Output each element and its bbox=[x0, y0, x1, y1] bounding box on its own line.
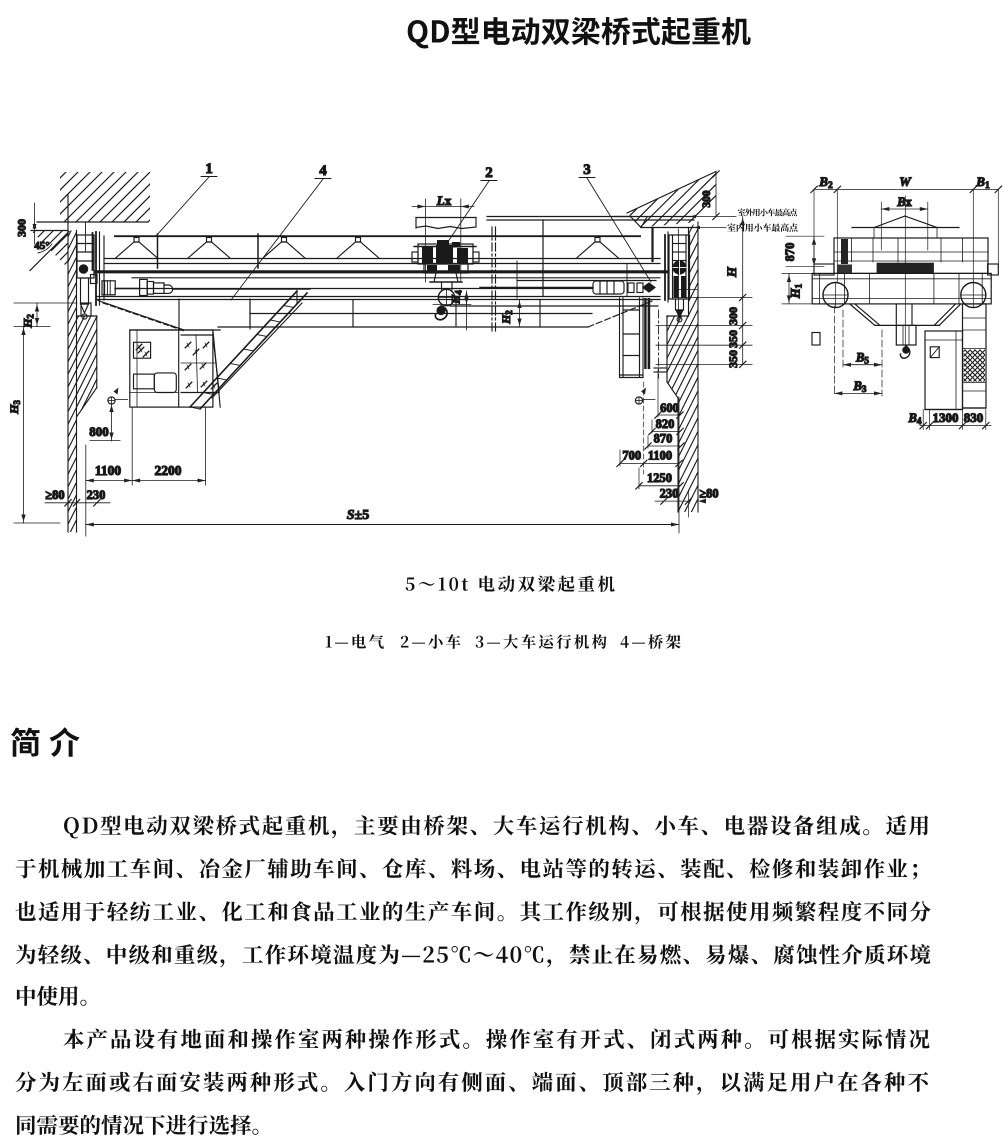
svg-text:230: 230 bbox=[660, 487, 679, 501]
svg-text:H3: H3 bbox=[7, 400, 22, 415]
svg-text:H2: H2 bbox=[501, 310, 514, 325]
svg-text:H: H bbox=[724, 266, 739, 278]
svg-text:B2: B2 bbox=[818, 174, 833, 191]
svg-text:B4: B4 bbox=[907, 411, 921, 427]
svg-text:600: 600 bbox=[660, 401, 679, 415]
svg-text:H2: H2 bbox=[21, 314, 36, 329]
svg-text:45°: 45° bbox=[34, 240, 49, 252]
svg-text:2200: 2200 bbox=[155, 463, 182, 478]
svg-text:820: 820 bbox=[656, 417, 675, 431]
svg-text:350: 350 bbox=[726, 330, 740, 348]
svg-text:≥80: ≥80 bbox=[699, 487, 718, 501]
svg-text:2: 2 bbox=[485, 165, 493, 181]
svg-text:1300: 1300 bbox=[933, 410, 959, 425]
svg-text:1: 1 bbox=[205, 161, 213, 177]
svg-text:W: W bbox=[899, 174, 912, 189]
svg-text:870: 870 bbox=[654, 432, 673, 446]
svg-text:1100: 1100 bbox=[95, 463, 122, 478]
svg-text:1100: 1100 bbox=[648, 449, 672, 463]
svg-text:B5: B5 bbox=[855, 351, 869, 367]
svg-text:230: 230 bbox=[87, 488, 106, 502]
svg-text:1250: 1250 bbox=[647, 471, 672, 485]
svg-text:350: 350 bbox=[726, 350, 740, 368]
svg-text:300: 300 bbox=[15, 219, 29, 237]
svg-text:300: 300 bbox=[726, 307, 740, 325]
svg-text:S±5: S±5 bbox=[347, 508, 369, 523]
svg-text:800: 800 bbox=[89, 424, 109, 439]
svg-text:Bx: Bx bbox=[896, 195, 912, 209]
svg-text:4: 4 bbox=[319, 163, 327, 179]
svg-text:3: 3 bbox=[583, 162, 591, 178]
svg-text:Lx: Lx bbox=[436, 193, 452, 208]
svg-text:≥80: ≥80 bbox=[45, 488, 64, 502]
svg-text:700: 700 bbox=[622, 449, 641, 463]
svg-text:H4: H4 bbox=[451, 290, 464, 305]
svg-text:870: 870 bbox=[783, 243, 797, 262]
svg-text:300: 300 bbox=[701, 190, 713, 208]
svg-text:H1: H1 bbox=[789, 284, 805, 300]
svg-text:B1: B1 bbox=[975, 174, 990, 191]
svg-text:B3: B3 bbox=[852, 379, 866, 395]
svg-text:830: 830 bbox=[964, 410, 984, 425]
